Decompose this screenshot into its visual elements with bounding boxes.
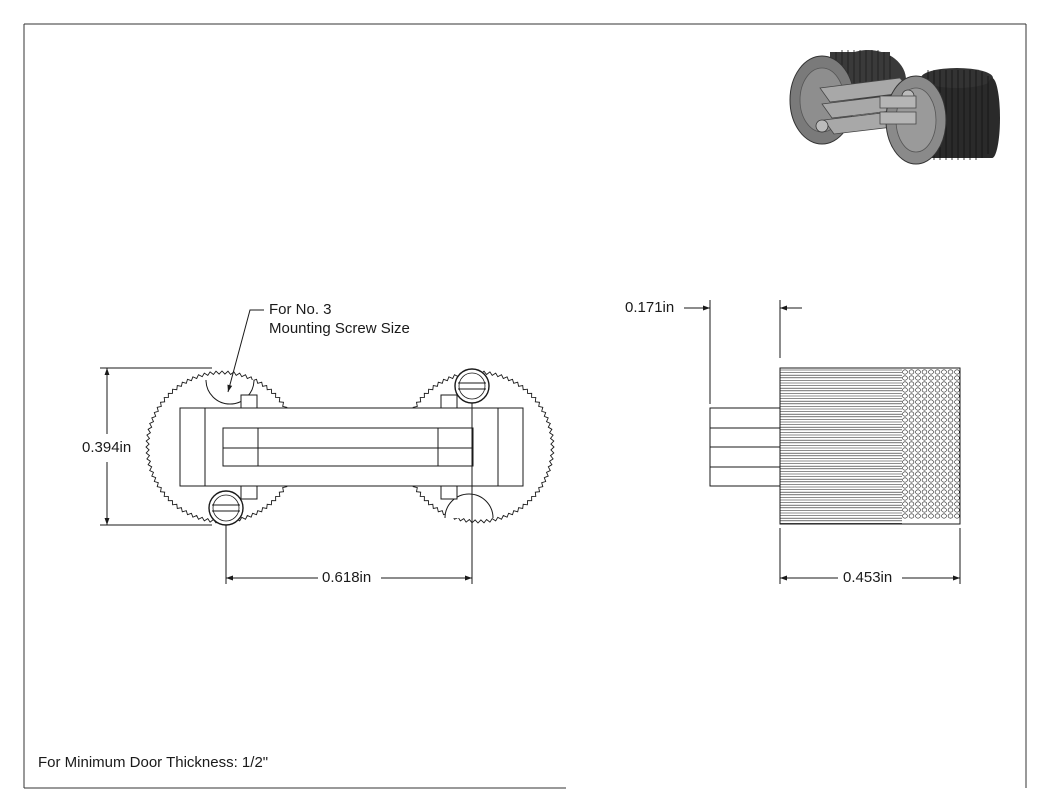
side-barrel-knurling: [780, 369, 902, 524]
side-barrel-diamond-knurl: [902, 369, 960, 519]
screw-head-right: [454, 368, 490, 404]
barrel-length-dimension-label: 0.453in: [843, 569, 893, 586]
center-spacing-dimension-label: 0.618in: [322, 569, 372, 586]
side-view: [709, 367, 961, 525]
height-dimension-label: 0.394in: [82, 439, 132, 456]
right-screw-notch: [444, 493, 494, 519]
screw-note-line-2: Mounting Screw Size: [269, 320, 410, 337]
left-barrel-outline: [145, 370, 299, 524]
sheet-border: [23, 23, 1027, 789]
door-thickness-note: For Minimum Door Thickness: 1/2": [38, 754, 269, 771]
height-dimension: [100, 367, 212, 526]
hinge-links: [222, 427, 474, 467]
isometric-view: [789, 50, 1000, 165]
center-spacing-dimension: [225, 403, 473, 584]
screw-head-left: [208, 490, 244, 526]
barrel-length-dimension: [779, 528, 961, 584]
front-view: [145, 368, 555, 526]
screw-note-line-1: For No. 3: [269, 301, 332, 318]
offset-dimension-label: 0.171in: [625, 299, 675, 316]
screw-leader-line: [227, 309, 264, 393]
offset-dimension: [684, 300, 802, 404]
